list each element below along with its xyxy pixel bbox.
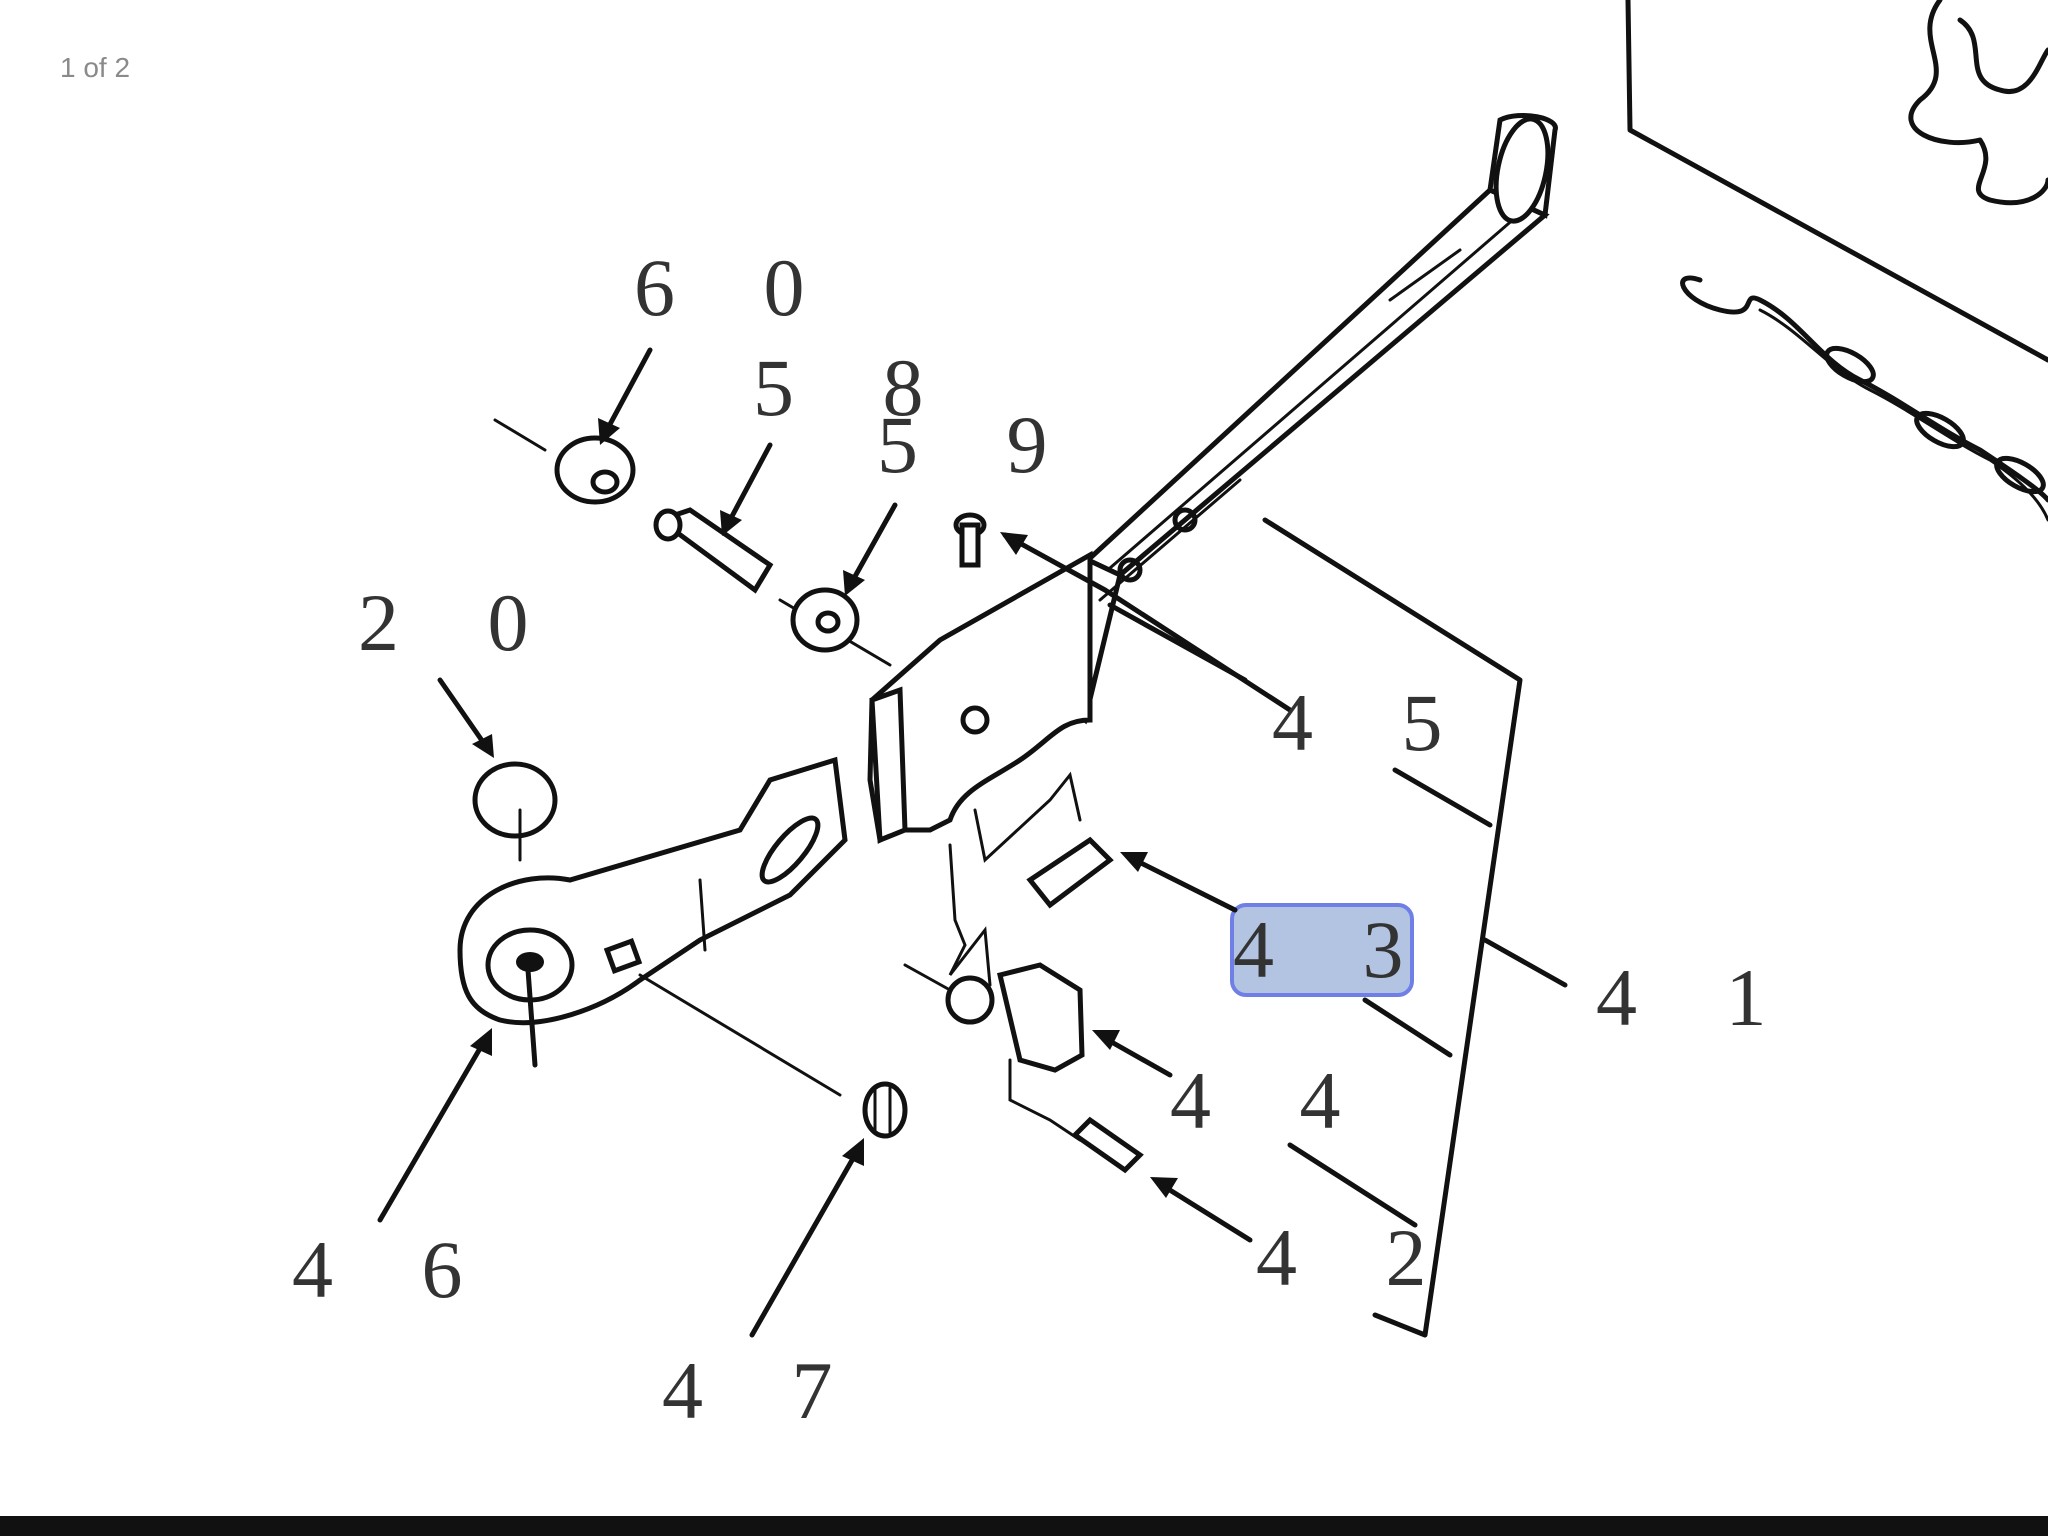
callout-59[interactable]: 5 9 bbox=[877, 399, 1082, 490]
lever-plate bbox=[457, 756, 848, 1068]
callout-58[interactable]: 5 8 bbox=[753, 342, 958, 433]
callout-42[interactable]: 4 2 bbox=[1256, 1212, 1461, 1303]
page-indicator: 1 of 2 bbox=[60, 52, 131, 83]
callout-43-highlight[interactable] bbox=[1230, 903, 1414, 997]
callout-47[interactable]: 4 7 bbox=[662, 1345, 867, 1436]
lever-arm bbox=[867, 112, 1558, 844]
small-parts bbox=[638, 771, 1144, 1174]
callout-20[interactable]: 2 0 bbox=[358, 577, 563, 668]
callout-46[interactable]: 4 6 bbox=[292, 1224, 497, 1315]
callout-60[interactable]: 6 0 bbox=[634, 242, 839, 333]
callout-44[interactable]: 4 4 bbox=[1170, 1055, 1375, 1146]
adjacent-figure bbox=[1625, 0, 2048, 522]
callout-45[interactable]: 4 5 bbox=[1272, 677, 1477, 768]
cap-part bbox=[472, 761, 558, 862]
callout-41[interactable]: 4 1 bbox=[1596, 952, 1801, 1043]
leader-lines bbox=[377, 347, 1568, 1338]
axis-parts-upper bbox=[493, 418, 892, 667]
callout-43[interactable]: 4 3 bbox=[1233, 904, 1438, 995]
viewer-bottom-edge bbox=[0, 1516, 2048, 1536]
